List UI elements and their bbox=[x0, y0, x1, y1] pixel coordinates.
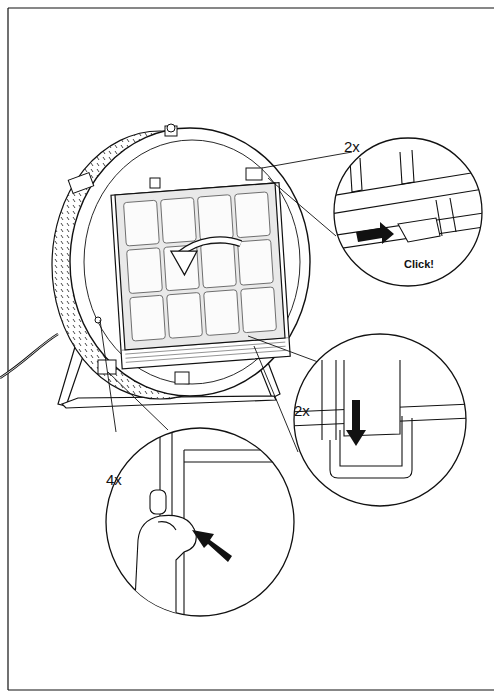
quantity-label: 4x bbox=[104, 471, 124, 488]
detail-clip-click bbox=[330, 138, 490, 286]
page-frame bbox=[8, 8, 494, 690]
action-label: Click! bbox=[402, 258, 436, 271]
power-cord bbox=[0, 334, 58, 378]
device-housing bbox=[52, 124, 310, 399]
filter bbox=[111, 183, 290, 369]
quantity-label: 2x bbox=[292, 402, 312, 419]
detail-hook bbox=[290, 334, 470, 506]
quantity-label: 2x bbox=[342, 138, 362, 155]
detail-finger-press bbox=[106, 428, 300, 620]
power-cord bbox=[0, 334, 58, 378]
